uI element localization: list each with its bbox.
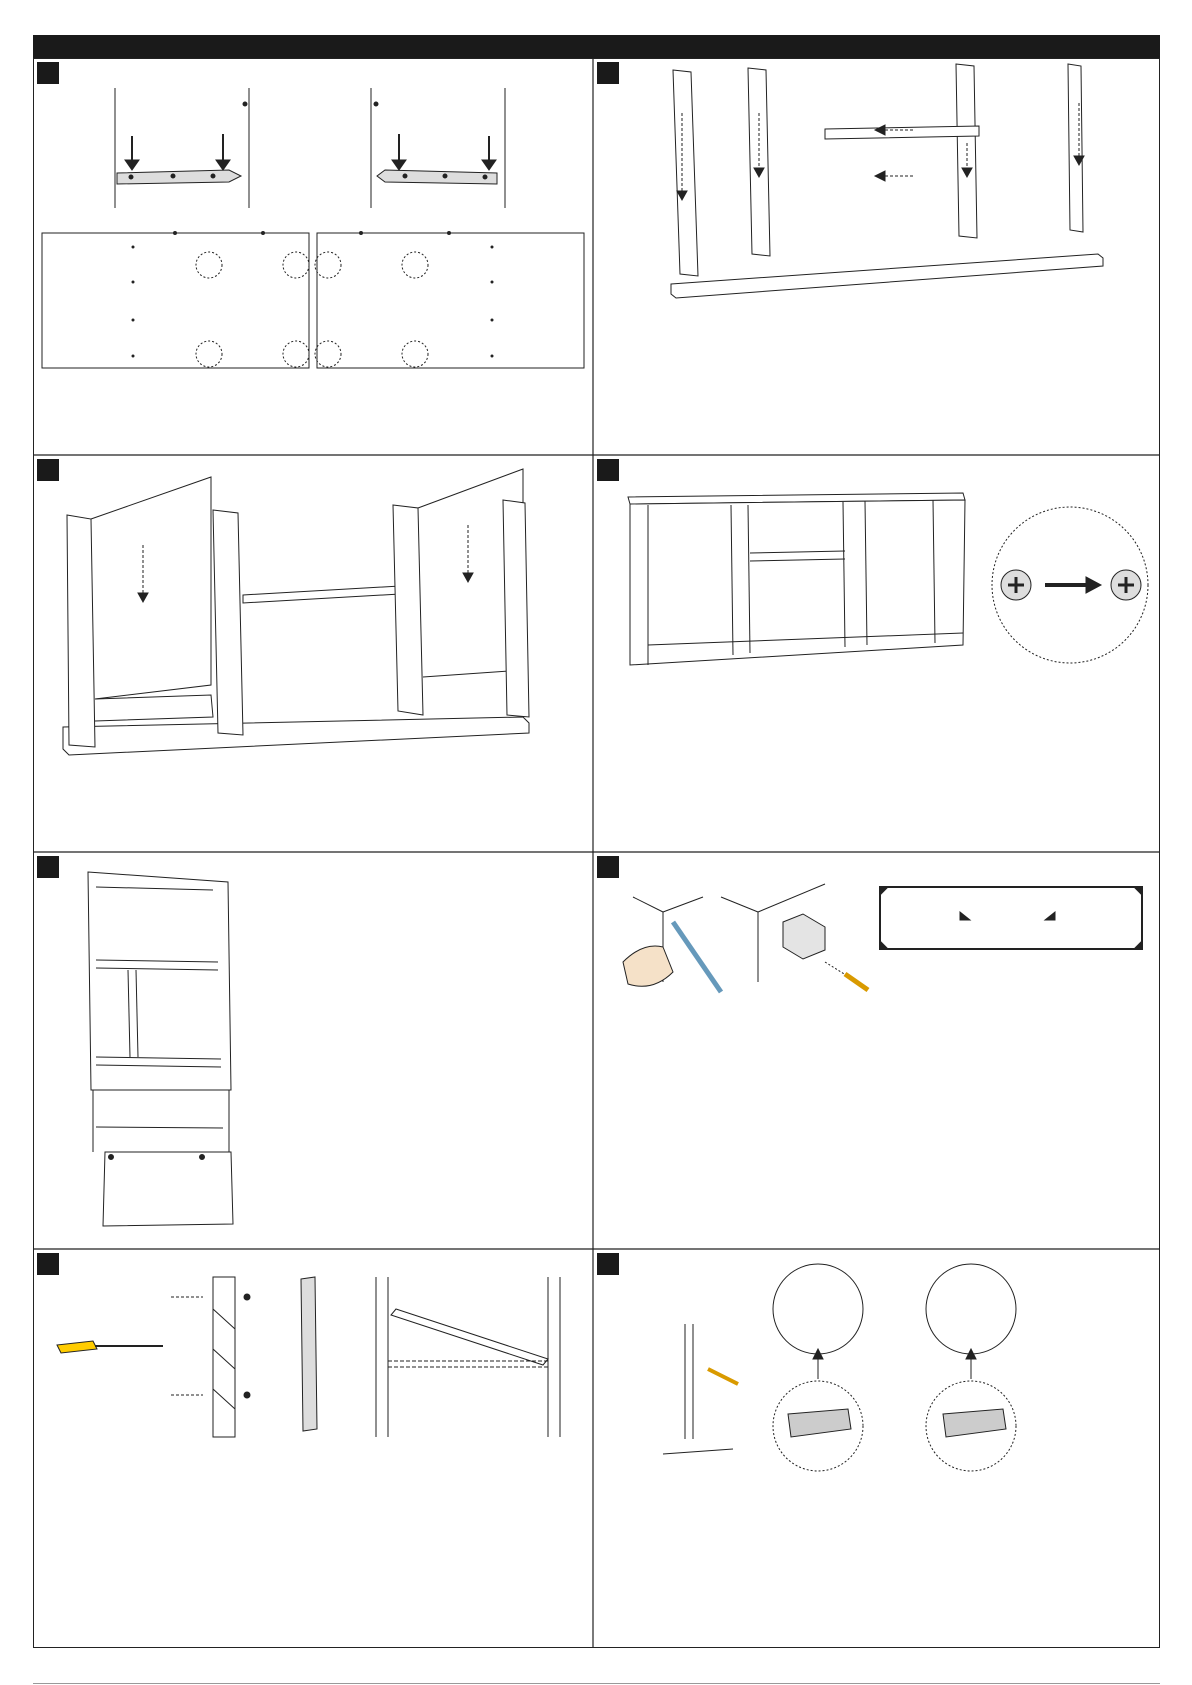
footer-line [33,1683,1160,1684]
board-right [315,233,584,368]
step-panel-d [593,455,1160,852]
step-panel-g [33,1249,593,1648]
step-a-illustration [33,58,593,455]
step-g-illustration [33,1249,593,1648]
step-b-illustration [593,58,1160,455]
header-bar [33,35,1160,58]
step-panel-h [593,1249,1160,1648]
step-panel-a [33,58,593,455]
step-panel-f [593,852,1160,1249]
board-left [42,233,309,368]
step-panel-b [593,58,1160,455]
step-panel-e [33,852,593,1249]
right-hinge-assembly [371,88,505,208]
left-hinge-assembly [115,88,249,208]
step-e-illustration [33,852,593,1249]
step-h-illustration [593,1249,1160,1648]
step-f-illustration [593,852,1160,1249]
step-c-illustration [33,455,593,852]
step-d-illustration [593,455,1160,852]
step-panel-c [33,455,593,852]
